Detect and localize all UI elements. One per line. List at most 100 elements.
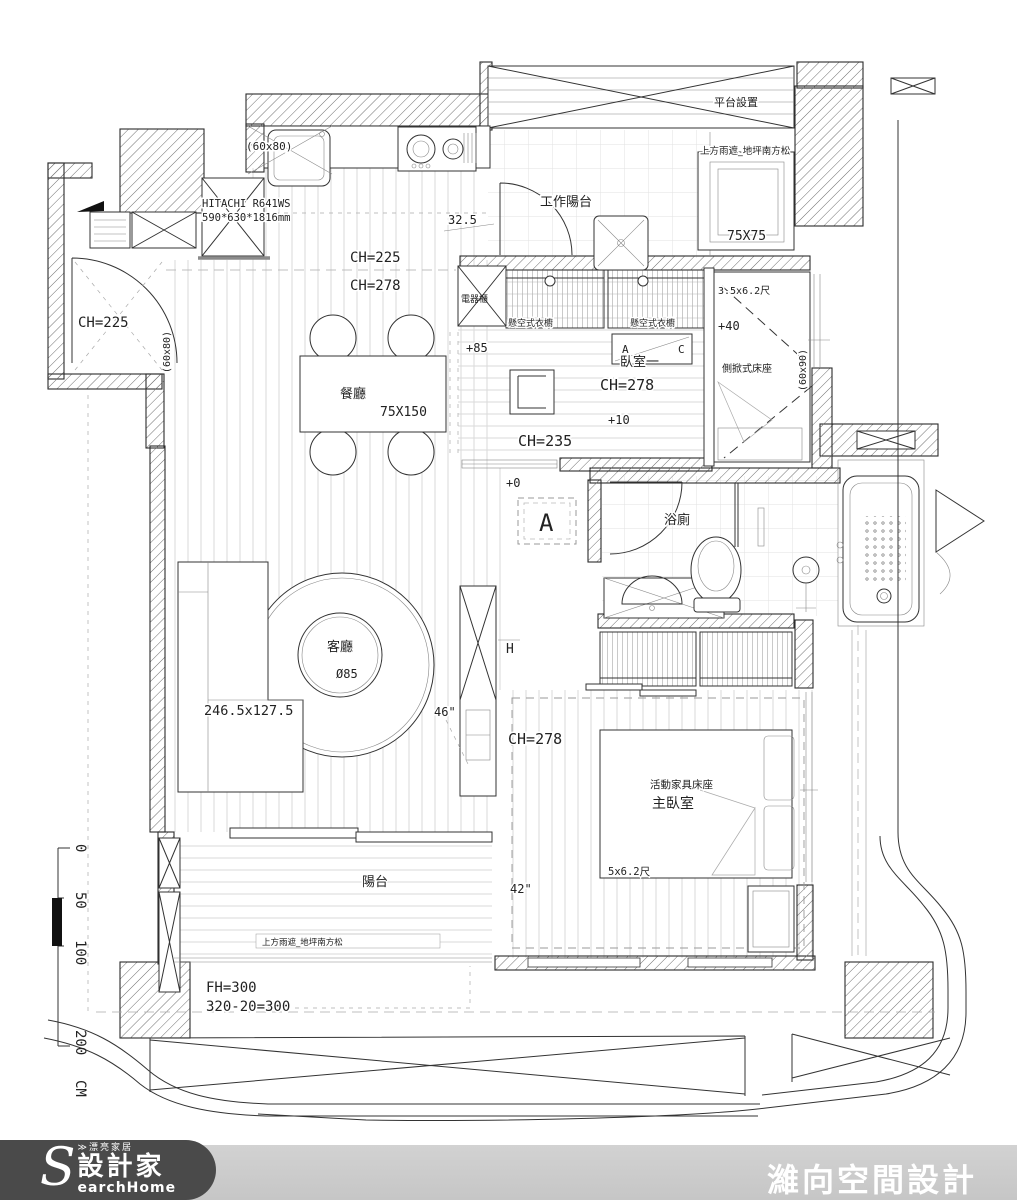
kitchen-sink <box>267 129 331 187</box>
dining-label: 餐廳 <box>340 386 366 402</box>
entry-ch-label: CH=225 <box>78 315 129 331</box>
logo-chinese-name: 設計家 <box>77 1151 165 1182</box>
kitchen-opening-label: (60x80) <box>246 140 292 153</box>
living <box>177 497 577 797</box>
dining <box>166 269 456 476</box>
scale-0: 0 <box>72 844 88 852</box>
logo-tagline: ≫漂亮家居 <box>77 1143 133 1154</box>
bedroom1-ch: CH=278 <box>600 376 654 394</box>
scale-100: 100 <box>72 940 88 965</box>
bed1-size: 3.5x6.2尺 <box>718 285 770 297</box>
bath-door-arc <box>609 481 683 555</box>
fh-label: FH=300 <box>206 980 257 996</box>
bedroom1-ch235: CH=235 <box>518 432 572 450</box>
entry <box>71 201 197 1015</box>
floorplan-drawing: (60x80) HITACHI R641WS 590*630*1816mm 32… <box>43 61 985 1121</box>
dining-table-size: 75X150 <box>380 405 427 420</box>
footer-bar: S ≫漂亮家居 設計家 earchHome 濰向空間設計 <box>0 1133 1017 1200</box>
master-wardrobe <box>599 631 697 687</box>
master-bed-size: 5x6.2尺 <box>608 866 651 878</box>
sliding-door <box>229 827 359 839</box>
level-10: +10 <box>608 413 630 427</box>
level-85: +85 <box>466 341 488 355</box>
corridor-ch278: CH=278 <box>350 278 401 294</box>
tv-size-label: 46" <box>434 705 456 719</box>
ac-a: A <box>622 343 629 356</box>
platform <box>487 65 936 129</box>
kitchen <box>198 125 491 260</box>
section-marker-box <box>517 497 577 545</box>
tv-cabinet <box>459 585 497 797</box>
entry-door-size-label: (60x80) <box>162 331 173 373</box>
fh-calc-label: 320-20=300 <box>206 999 290 1015</box>
round-table <box>297 612 383 698</box>
dining-chair <box>387 428 435 476</box>
side-window-size: (60x90) <box>798 349 809 391</box>
rain-shelter-bottom-label: 上方雨遮_地坪南方松 <box>262 937 343 948</box>
work-balcony-label: 工作陽台 <box>540 195 592 210</box>
sliding-door <box>355 831 493 843</box>
side-bed-room <box>711 271 811 463</box>
balcony-door-arc <box>499 182 573 256</box>
side-bed-area <box>703 267 830 467</box>
door-flag <box>77 201 104 212</box>
studio-name: 濰向空間設計 <box>766 1161 977 1199</box>
dim-32-5: 32.5 <box>448 213 477 227</box>
searchhome-logo-text: ≫漂亮家居 設計家 earchHome <box>77 1143 177 1197</box>
master-wardrobe <box>699 631 793 687</box>
dining-chair <box>309 428 357 476</box>
ac-unit <box>611 333 693 365</box>
site-boundary <box>43 120 967 1121</box>
dining-table <box>299 355 447 433</box>
dining-chair <box>309 314 357 362</box>
level-0: +0 <box>506 476 520 490</box>
exterior-door <box>935 489 985 553</box>
window-75x75-label: 75X75 <box>727 229 766 244</box>
wardrobe-left-label: 懸空式衣櫥 <box>508 317 553 329</box>
wardrobe-right-label: 懸空式衣櫥 <box>630 317 675 329</box>
scale-unit: CM <box>72 1080 88 1097</box>
sofa-size-label: 246.5x127.5 <box>204 703 293 719</box>
entry-door-arc <box>71 257 178 364</box>
master-room-label: 主臥室 <box>652 795 694 812</box>
desk-chair <box>509 369 555 415</box>
section-a-label: A <box>539 509 554 537</box>
level-40: +40 <box>718 319 740 333</box>
annotations: (60x80) HITACHI R641WS 590*630*1816mm 32… <box>77 94 811 1017</box>
balcony-label: 陽台 <box>362 875 388 890</box>
bathroom <box>603 430 985 627</box>
basin <box>621 575 683 605</box>
shower-partition <box>734 483 739 547</box>
scale-bar: 0 50 100 200 CM <box>52 844 88 1097</box>
bedroom1-label: 臥室一 <box>620 354 659 370</box>
balcony <box>96 827 935 1013</box>
master-ch: CH=278 <box>508 730 562 748</box>
shoe-cabinet <box>89 211 131 249</box>
master-bed-note: 活動家具床座 <box>650 778 713 791</box>
appliance-cabinet-label: 電器櫃 <box>461 293 488 305</box>
logo-english-name: earchHome <box>77 1180 177 1197</box>
tub-dots <box>864 516 906 582</box>
work-balcony <box>499 132 795 271</box>
platform-label: 平台設置 <box>714 95 758 109</box>
corridor-ch225: CH=225 <box>350 250 401 266</box>
bedroom1 <box>449 265 709 469</box>
rain-shelter-top-label: 上方雨遮_地坪南方松 <box>700 145 791 157</box>
searchhome-logo-badge[interactable]: S ≫漂亮家居 設計家 earchHome <box>0 1140 216 1200</box>
fridge-model-label: HITACHI R641WS <box>202 198 291 210</box>
living-label: 客廳 <box>327 639 353 655</box>
dining-chair <box>387 314 435 362</box>
searchhome-s-glyph: S <box>39 1138 76 1198</box>
fridge-size-label: 590*630*1816mm <box>202 212 291 224</box>
grab-bar <box>757 507 765 547</box>
bedside-cabinet <box>747 885 795 953</box>
scale-50: 50 <box>72 892 88 909</box>
bathroom-label: 浴廁 <box>664 512 690 528</box>
ac-c: C <box>678 343 685 356</box>
table-dia-label: Ø85 <box>336 667 358 681</box>
master-bed <box>599 729 793 879</box>
scale-200: 200 <box>72 1030 88 1055</box>
h-label: H <box>506 642 514 657</box>
wardrobe-right-box <box>607 269 709 329</box>
master-tv-size: 42" <box>510 882 532 896</box>
